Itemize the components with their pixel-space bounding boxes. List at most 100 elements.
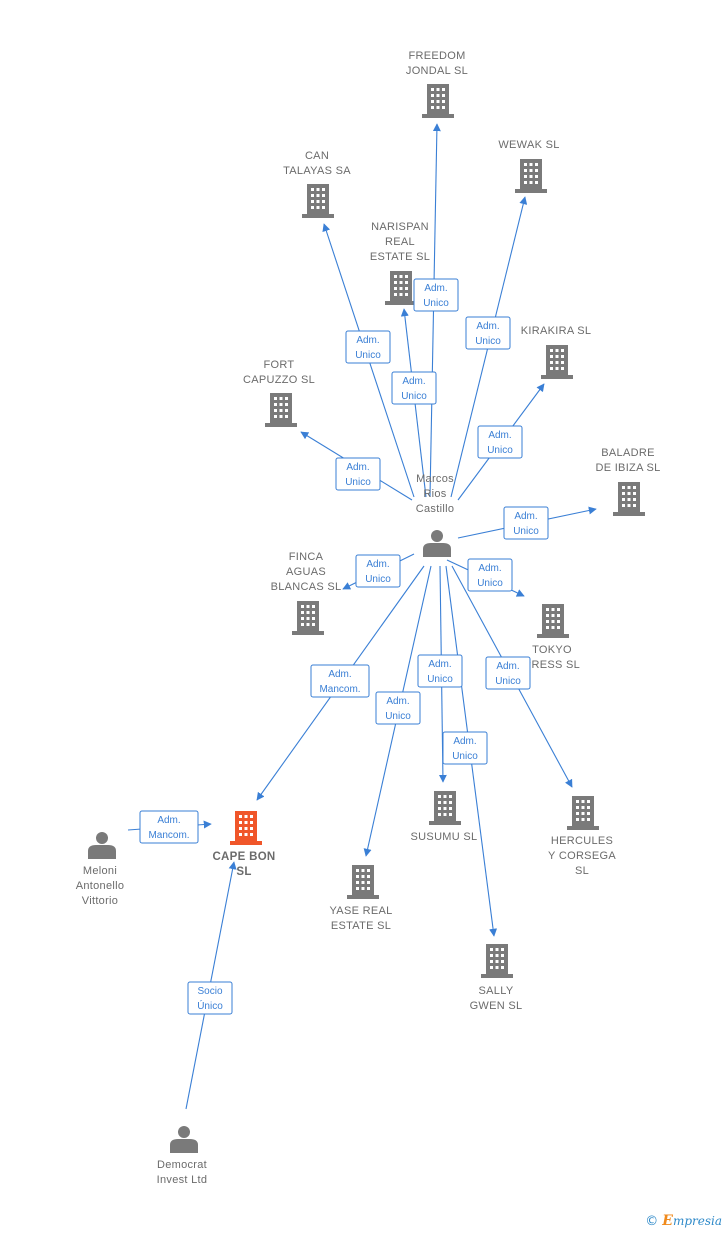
node-label[interactable]: HERCULES — [551, 835, 613, 847]
node-wewak[interactable]: WEWAK SL — [498, 139, 559, 193]
node-label[interactable]: BLANCAS SL — [271, 581, 342, 593]
building-icon[interactable] — [422, 84, 454, 118]
node-label[interactable]: TALAYAS SA — [283, 165, 351, 177]
edge-label-marcos-to-yase: Adm. Unico — [375, 691, 421, 725]
node-label[interactable]: DE IBIZA SL — [595, 462, 660, 474]
edge-label-box — [335, 457, 381, 491]
node-label[interactable]: SL — [575, 865, 589, 877]
node-label[interactable]: KIRAKIRA SL — [521, 325, 592, 337]
node-label[interactable]: FINCA — [289, 551, 324, 563]
edge-label-box — [477, 425, 523, 459]
edge-label-text: Unico — [401, 391, 427, 402]
building-icon[interactable] — [302, 184, 334, 218]
edge-label-text: Adm. — [428, 659, 451, 670]
node-kirakira[interactable]: KIRAKIRA SL — [521, 325, 592, 379]
edge-label-text: Adm. — [496, 661, 519, 672]
node-baladre[interactable]: BALADRE DE IBIZA SL — [595, 447, 660, 516]
person-icon[interactable] — [423, 530, 451, 557]
node-label[interactable]: ESTATE SL — [370, 251, 430, 263]
edge-label-text: Adm. — [424, 283, 447, 294]
node-label[interactable]: GWEN SL — [470, 1000, 523, 1012]
node-yase[interactable]: YASE REAL ESTATE SL — [329, 865, 392, 932]
node-label[interactable]: Marcos — [416, 473, 454, 485]
person-icon[interactable] — [170, 1126, 198, 1153]
node-label[interactable]: ESTATE SL — [331, 920, 391, 932]
building-icon[interactable] — [537, 604, 569, 638]
node-label[interactable]: TOKYO — [532, 644, 572, 656]
building-icon[interactable] — [292, 601, 324, 635]
edge-label-meloni-to-cape: Adm.Mancom. — [139, 810, 199, 844]
edge-label-marcos-to-cape: Adm. Mancom. — [310, 664, 370, 698]
building-icon[interactable] — [515, 159, 547, 193]
building-icon[interactable] — [429, 791, 461, 825]
node-label[interactable]: Meloni — [83, 865, 117, 877]
edge-label-text: Unico — [427, 674, 453, 685]
edge-label-box — [375, 691, 421, 725]
node-label[interactable]: BALADRE — [601, 447, 654, 459]
node-label[interactable]: SUSUMU SL — [411, 831, 478, 843]
node-hercules[interactable]: HERCULES Y CORSEGA SL — [548, 796, 616, 877]
node-freedom[interactable]: FREEDOM JONDAL SL — [406, 50, 468, 118]
node-fort[interactable]: FORT CAPUZZO SL — [243, 359, 315, 427]
building-icon[interactable] — [481, 944, 513, 978]
building-icon[interactable] — [265, 393, 297, 427]
node-label[interactable]: CAPUZZO SL — [243, 374, 315, 386]
edge-label-text: Adm. — [328, 669, 351, 680]
building-icon[interactable] — [347, 865, 379, 899]
node-sally[interactable]: SALLY GWEN SL — [470, 944, 523, 1012]
edge-label-box — [391, 371, 437, 405]
node-can[interactable]: CAN TALAYAS SA — [283, 150, 351, 218]
edge-label-marcos-to-kirakira: Adm.Unico — [477, 425, 523, 459]
node-label[interactable]: Democrat — [157, 1159, 207, 1171]
node-label[interactable]: AGUAS — [286, 566, 326, 578]
node-label[interactable]: CAN — [305, 150, 329, 162]
node-label[interactable]: Invest Ltd — [157, 1174, 208, 1186]
edge-label-text: Adm. — [386, 696, 409, 707]
node-label[interactable]: REAL — [385, 236, 415, 248]
edge-label-marcos-to-wewak: Adm.Unico — [465, 316, 511, 350]
node-label[interactable]: SALLY — [479, 985, 514, 997]
node-narispan[interactable]: NARISPAN REAL ESTATE SL — [370, 221, 430, 305]
edge-label-text: Adm. — [402, 376, 425, 387]
building-icon[interactable] — [613, 482, 645, 516]
node-label[interactable]: WEWAK SL — [498, 139, 559, 151]
edge-label-text: Unico — [385, 711, 411, 722]
brand-watermark: © Empresia — [645, 1213, 722, 1229]
node-label[interactable]: PRESS SL — [524, 659, 580, 671]
building-icon[interactable] — [230, 811, 262, 845]
node-label[interactable]: FORT — [264, 359, 295, 371]
edge-label-text: Mancom. — [319, 684, 360, 695]
edge-label-box — [345, 330, 391, 364]
edge-label-box — [442, 731, 488, 765]
building-icon[interactable] — [567, 796, 599, 830]
node-label[interactable]: Rios — [423, 488, 446, 500]
node-cape[interactable]: CAPE BON SL — [212, 811, 275, 878]
node-label[interactable]: Y CORSEGA — [548, 850, 616, 862]
building-icon[interactable] — [541, 345, 573, 379]
node-susumu[interactable]: SUSUMU SL — [411, 791, 478, 843]
node-tokyo[interactable]: TOKYO PRESS SL — [524, 604, 580, 671]
node-label[interactable]: JONDAL SL — [406, 65, 468, 77]
node-label[interactable]: Castillo — [416, 503, 454, 515]
node-label[interactable]: NARISPAN — [371, 221, 429, 233]
node-finca[interactable]: FINCA AGUAS BLANCAS SL — [271, 551, 342, 635]
person-icon[interactable] — [88, 832, 116, 859]
edge-label-text: Adm. — [356, 335, 379, 346]
node-label[interactable]: FREEDOM — [408, 50, 465, 62]
node-label[interactable]: CAPE BON — [212, 851, 275, 863]
node-label[interactable]: SL — [236, 866, 251, 878]
edge-label-text: Unico — [365, 574, 391, 585]
building-icon[interactable] — [385, 271, 417, 305]
edge-label-box — [139, 810, 199, 844]
node-label[interactable]: Vittorio — [82, 895, 118, 907]
edge-label-text: Unico — [355, 350, 381, 361]
node-label[interactable]: Antonello — [76, 880, 125, 892]
node-label[interactable]: YASE REAL — [329, 905, 392, 917]
edge-label-marcos-to-hercules: Adm.Unico — [485, 656, 531, 690]
